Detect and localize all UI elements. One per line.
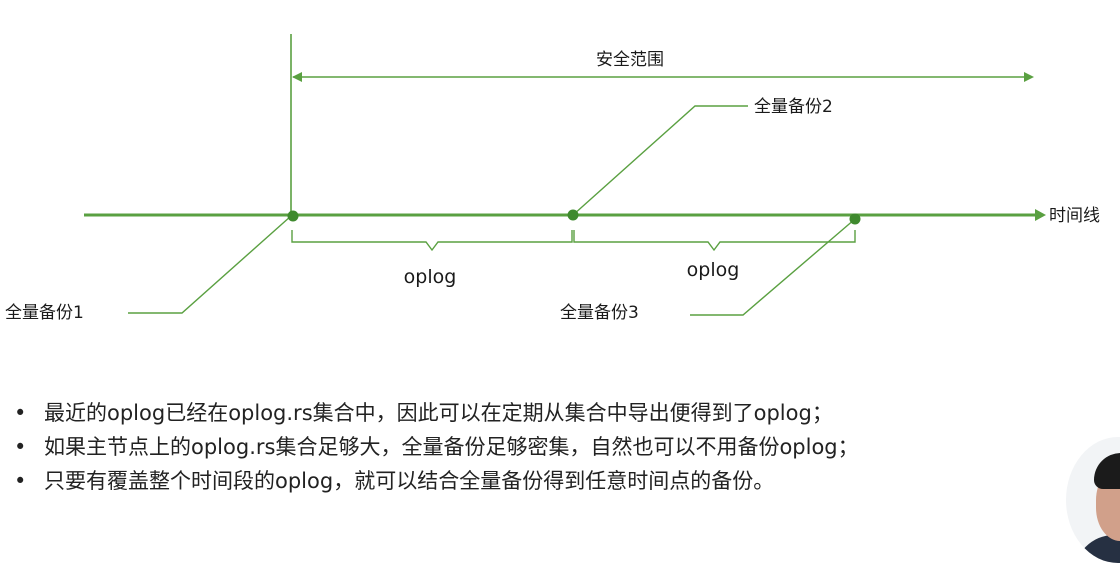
bullet-item: 最近的oplog已经在oplog.rs集合中，因此可以在定期从集合中导出便得到了…	[10, 396, 859, 430]
safe-range-label: 安全范围	[596, 50, 664, 70]
backup-3-label: 全量备份3	[560, 303, 639, 323]
safe-range-right-arrowhead	[1024, 72, 1034, 82]
backup-1-label: 全量备份1	[5, 303, 84, 323]
backup-2-label: 全量备份2	[754, 97, 833, 117]
backup-2-node	[567, 209, 579, 221]
bullet-item: 如果主节点上的oplog.rs集合足够大，全量备份足够密集，自然也可以不用备份o…	[10, 430, 859, 464]
backup-3-node	[849, 213, 861, 225]
oplog-brace-2	[573, 230, 856, 252]
oplog-label-1: oplog	[404, 266, 457, 288]
backup-1-node	[287, 210, 299, 222]
timeline-arrowhead	[1035, 209, 1046, 221]
timeline-label: 时间线	[1049, 206, 1100, 226]
backup-2-leader-line	[572, 105, 748, 216]
bullet-list: 最近的oplog已经在oplog.rs集合中，因此可以在定期从集合中导出便得到了…	[10, 396, 859, 498]
safe-range-left-arrowhead	[292, 72, 302, 82]
presenter-webcam-icon	[1066, 437, 1120, 563]
timeline-diagram: 安全范围 时间线 oplog oplog 全量备份1 全量备份2 全量备份3	[5, 34, 1100, 323]
oplog-brace-1	[291, 230, 573, 252]
bullet-item: 只要有覆盖整个时间段的oplog，就可以结合全量备份得到任意时间点的备份。	[10, 464, 859, 498]
presenter-hair	[1094, 453, 1120, 489]
oplog-label-2: oplog	[687, 259, 740, 281]
backup-3-leader-line	[690, 218, 856, 316]
backup-1-leader-line	[128, 215, 292, 314]
